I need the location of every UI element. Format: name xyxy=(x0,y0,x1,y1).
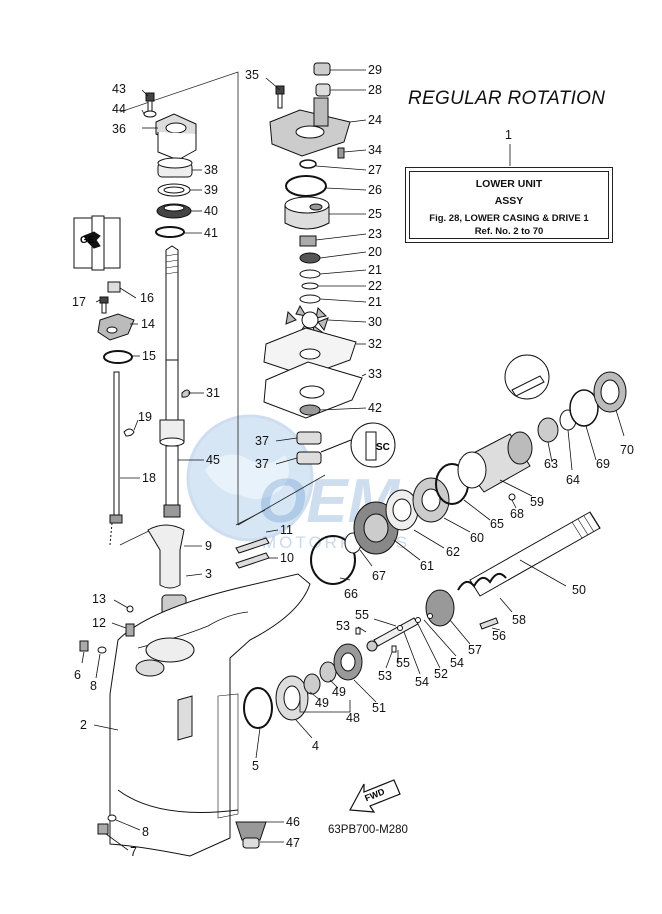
callout-10: 10 xyxy=(280,551,294,565)
callout-36: 36 xyxy=(112,122,126,136)
watermark-globe xyxy=(186,414,314,542)
lower-casing xyxy=(79,524,363,857)
callout-7: 7 xyxy=(130,845,137,859)
callout-40: 40 xyxy=(204,204,218,218)
callout-2: 2 xyxy=(80,718,87,732)
callout-20: 20 xyxy=(368,245,382,259)
callout-8: 8 xyxy=(90,679,97,693)
callout-21: 21 xyxy=(368,263,382,277)
callout-56: 56 xyxy=(492,629,506,643)
reference-box: LOWER UNIT ASSY Fig. 28, LOWER CASING & … xyxy=(405,167,613,243)
callout-37: 37 xyxy=(255,434,269,448)
ref-line-2: ASSY xyxy=(494,195,524,207)
callout-33: 33 xyxy=(368,367,382,381)
callout-numbers: 29 28 24 34 27 26 25 23 20 21 22 21 30 3… xyxy=(72,63,634,859)
callout-5: 5 xyxy=(252,759,259,773)
callout-19: 19 xyxy=(138,410,152,424)
callout-61: 61 xyxy=(420,559,434,573)
callout-4: 4 xyxy=(312,739,319,753)
callout-30: 30 xyxy=(368,315,382,329)
callout-34: 34 xyxy=(368,143,382,157)
callout-70: 70 xyxy=(620,443,634,457)
inset-label-ge: GE xyxy=(80,235,95,246)
callout-57: 57 xyxy=(468,643,482,657)
callout-64: 64 xyxy=(566,473,580,487)
callout-44: 44 xyxy=(112,102,126,116)
callout-55: 55 xyxy=(355,608,369,622)
diagram-code: 63PB700-M280 xyxy=(328,824,408,836)
callout-66: 66 xyxy=(344,587,358,601)
callout-53b: 53 xyxy=(378,669,392,683)
fwd-arrow-icon xyxy=(349,779,401,813)
drive-shaft-assembly xyxy=(73,92,197,546)
callout-63: 63 xyxy=(544,457,558,471)
callout-65: 65 xyxy=(490,517,504,531)
callout-47: 47 xyxy=(286,836,300,850)
callout-69: 69 xyxy=(596,457,610,471)
callout-16: 16 xyxy=(140,291,154,305)
callout-55b: 55 xyxy=(396,656,410,670)
callout-26: 26 xyxy=(368,183,382,197)
callout-17: 17 xyxy=(72,295,86,309)
callout-8b: 8 xyxy=(142,825,149,839)
callout-32: 32 xyxy=(368,337,382,351)
callout-43: 43 xyxy=(112,82,126,96)
callout-29: 29 xyxy=(368,63,382,77)
water-pump-assembly xyxy=(263,62,396,468)
callout-41: 41 xyxy=(204,226,218,240)
ref-line-1: LOWER UNIT xyxy=(475,178,543,190)
inset-label-sc: SC xyxy=(376,442,390,453)
callout-14: 14 xyxy=(141,317,155,331)
group-boundary-lines xyxy=(119,71,326,546)
callout-45: 45 xyxy=(206,453,220,467)
callout-23: 23 xyxy=(368,227,382,241)
callout-3: 3 xyxy=(205,567,212,581)
callout-68: 68 xyxy=(510,507,524,521)
callout-59: 59 xyxy=(530,495,544,509)
callout-27: 27 xyxy=(368,163,382,177)
callout-46: 46 xyxy=(286,815,300,829)
leader-lines xyxy=(81,69,625,851)
ref-line-3: Fig. 28, LOWER CASING & DRIVE 1 xyxy=(429,213,589,224)
page-title: REGULAR ROTATION xyxy=(408,88,606,109)
callout-49b: 49 xyxy=(332,685,346,699)
ref-line-4: Ref. No. 2 to 70 xyxy=(474,226,544,237)
callout-12: 12 xyxy=(92,616,106,630)
callout-58: 58 xyxy=(512,613,526,627)
callout-54b: 54 xyxy=(450,656,464,670)
callout-52: 52 xyxy=(434,667,448,681)
callout-54: 54 xyxy=(415,675,429,689)
callout-62: 62 xyxy=(446,545,460,559)
callout-49: 49 xyxy=(315,696,329,710)
callout-51: 51 xyxy=(372,701,386,715)
ref-callout-1: 1 xyxy=(505,128,512,142)
callout-31: 31 xyxy=(206,386,220,400)
callout-9: 9 xyxy=(205,539,212,553)
callout-13: 13 xyxy=(92,592,106,606)
callout-42: 42 xyxy=(368,401,382,415)
callout-28: 28 xyxy=(368,83,382,97)
callout-25: 25 xyxy=(368,207,382,221)
callout-38: 38 xyxy=(204,163,218,177)
callout-60: 60 xyxy=(470,531,484,545)
callout-37b: 37 xyxy=(255,457,269,471)
callout-48: 48 xyxy=(346,711,360,725)
callout-35: 35 xyxy=(245,68,259,82)
callout-11: 11 xyxy=(280,523,293,537)
callout-22: 22 xyxy=(368,279,382,293)
callout-24: 24 xyxy=(368,113,382,127)
propeller-shaft-assembly xyxy=(310,354,627,653)
callout-6: 6 xyxy=(74,668,81,682)
callout-53: 53 xyxy=(336,619,350,633)
callout-15: 15 xyxy=(142,349,156,363)
callout-21b: 21 xyxy=(368,295,382,309)
callout-67: 67 xyxy=(372,569,386,583)
callout-50: 50 xyxy=(572,583,586,597)
callout-39: 39 xyxy=(204,183,218,197)
callout-18: 18 xyxy=(142,471,156,485)
